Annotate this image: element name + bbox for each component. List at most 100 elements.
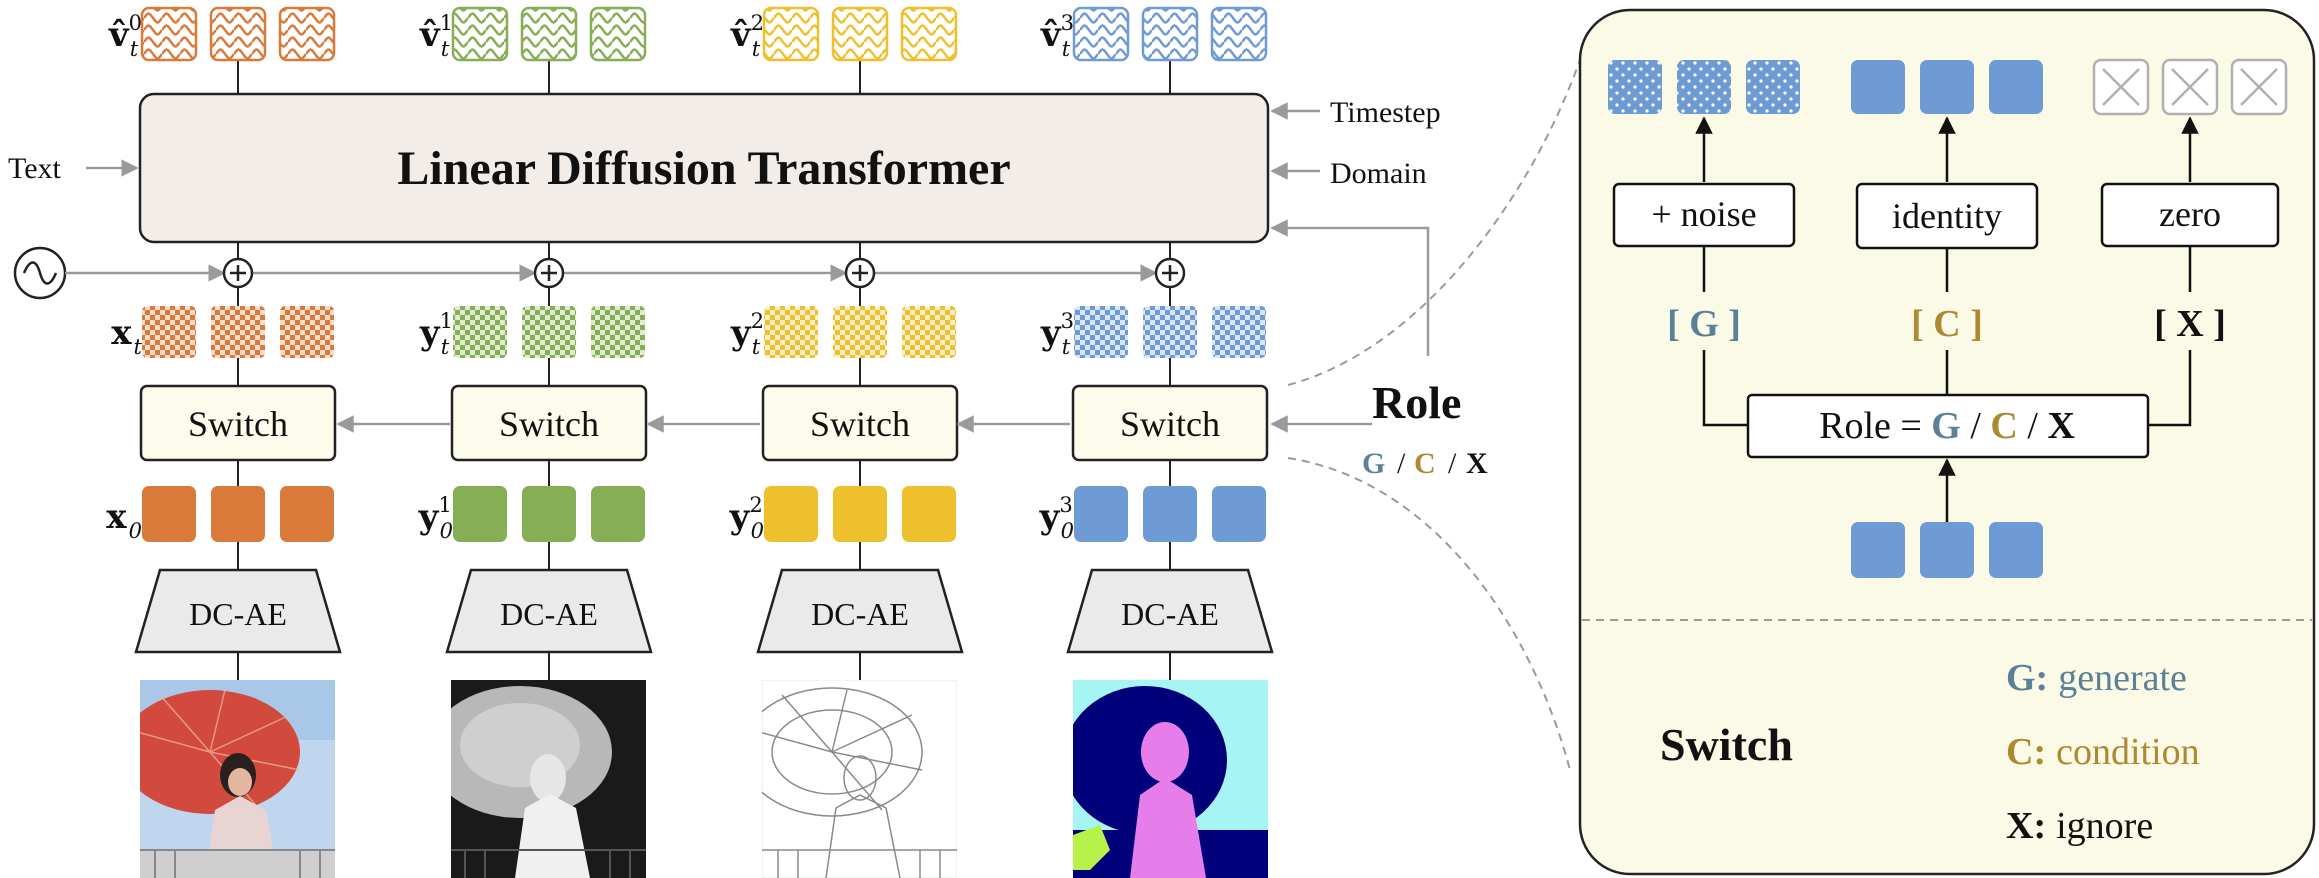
role-option-g: G bbox=[1362, 447, 1385, 480]
velocity-token bbox=[831, 6, 889, 62]
clean-token bbox=[591, 486, 645, 542]
segmentation-image bbox=[1073, 680, 1268, 878]
clean-token bbox=[211, 486, 265, 542]
generated-token bbox=[1746, 60, 1800, 114]
identity-op-label: identity bbox=[1892, 196, 2002, 236]
role-equation: Role = G / C / X bbox=[1819, 405, 2075, 447]
dc-ae-encoders: DC-AE DC-AE DC-AE DC-AE bbox=[134, 568, 1274, 680]
noisy-token bbox=[522, 306, 576, 358]
clean-token bbox=[833, 486, 887, 542]
condition-token bbox=[1851, 60, 1905, 114]
tag-generate: [ G ] bbox=[1667, 303, 1741, 345]
dc-ae-label: DC-AE bbox=[189, 596, 287, 632]
legend-condition: C:condition bbox=[2006, 731, 2200, 773]
clean-token bbox=[142, 486, 196, 542]
depth-image bbox=[451, 680, 646, 878]
transformer-block bbox=[138, 92, 1270, 244]
velocity-token bbox=[1072, 6, 1130, 62]
switch-input-tokens bbox=[1851, 522, 2043, 578]
switch-label: Switch bbox=[499, 404, 599, 444]
legend-title: Switch bbox=[1660, 719, 1793, 770]
clean-token bbox=[1143, 486, 1197, 542]
noisy-token bbox=[764, 306, 818, 358]
domain-input-label: Domain bbox=[1330, 157, 1427, 190]
noisy-token bbox=[1143, 306, 1197, 358]
switch-input-token bbox=[1920, 522, 1974, 578]
dc-ae-encoder bbox=[445, 568, 653, 654]
edge-image bbox=[762, 680, 957, 878]
role-sep-2: / bbox=[1448, 447, 1457, 480]
zero-op-label: zero bbox=[2159, 194, 2221, 234]
legend-ignore: X:ignore bbox=[2006, 805, 2153, 847]
clean-token bbox=[902, 486, 956, 542]
role-options: G / C / X bbox=[1362, 447, 1488, 480]
role-equation-box bbox=[1746, 393, 2150, 459]
photo-image bbox=[140, 680, 335, 878]
role-option-c: C bbox=[1414, 447, 1436, 480]
noise-op-label: + noise bbox=[1651, 194, 1756, 234]
clean-token bbox=[280, 486, 334, 542]
clean-token bbox=[453, 486, 507, 542]
role-option-x: X bbox=[1466, 447, 1488, 480]
transformer-title: Linear Diffusion Transformer bbox=[397, 142, 1010, 195]
switch-label: Switch bbox=[810, 404, 910, 444]
switch-input-token bbox=[1851, 522, 1905, 578]
dc-ae-encoder bbox=[134, 568, 342, 654]
noisy-token bbox=[280, 306, 334, 358]
condition-token bbox=[1989, 60, 2043, 114]
tag-condition: [ C ] bbox=[1911, 303, 1983, 345]
dc-ae-label: DC-AE bbox=[1121, 596, 1219, 632]
clean-label: x0 bbox=[106, 497, 142, 543]
generated-token bbox=[1677, 60, 1731, 114]
switch-input-token bbox=[1989, 522, 2043, 578]
velocity-token bbox=[1141, 6, 1199, 62]
clean-token bbox=[1074, 486, 1128, 542]
addition-nodes bbox=[222, 242, 1186, 306]
dc-ae-encoder bbox=[1066, 568, 1274, 654]
role-sep-1: / bbox=[1397, 447, 1406, 480]
velocity-token bbox=[209, 6, 267, 62]
velocity-token bbox=[589, 6, 647, 62]
switch-label: Switch bbox=[188, 404, 288, 444]
generated-token bbox=[1608, 60, 1662, 114]
text-input-label: Text bbox=[8, 152, 62, 185]
noisy-token bbox=[1074, 306, 1128, 358]
noisy-token bbox=[1212, 306, 1266, 358]
noisy-token bbox=[211, 306, 265, 358]
velocity-token bbox=[278, 6, 336, 62]
noisy-token bbox=[591, 306, 645, 358]
switch-modules: Switch Switch Switch Switch bbox=[139, 384, 1269, 486]
dc-ae-label: DC-AE bbox=[811, 596, 909, 632]
input-images bbox=[140, 680, 1268, 878]
velocity-token bbox=[1210, 6, 1268, 62]
clean-token bbox=[1212, 486, 1266, 542]
role-title: Role bbox=[1372, 377, 1461, 428]
switch-label: Switch bbox=[1120, 404, 1220, 444]
noisy-label: xt bbox=[111, 313, 142, 359]
clean-token bbox=[522, 486, 576, 542]
noisy-token bbox=[902, 306, 956, 358]
tag-ignore: [ X ] bbox=[2154, 303, 2226, 345]
dc-ae-label: DC-AE bbox=[500, 596, 598, 632]
legend-generate: G:generate bbox=[2006, 657, 2187, 699]
velocity-token bbox=[900, 6, 958, 62]
timestep-input-label: Timestep bbox=[1330, 96, 1441, 129]
noisy-token bbox=[833, 306, 887, 358]
dc-ae-encoder bbox=[756, 568, 964, 654]
noisy-token bbox=[453, 306, 507, 358]
switch-output-tokens bbox=[1608, 58, 2288, 116]
condition-token bbox=[1920, 60, 1974, 114]
